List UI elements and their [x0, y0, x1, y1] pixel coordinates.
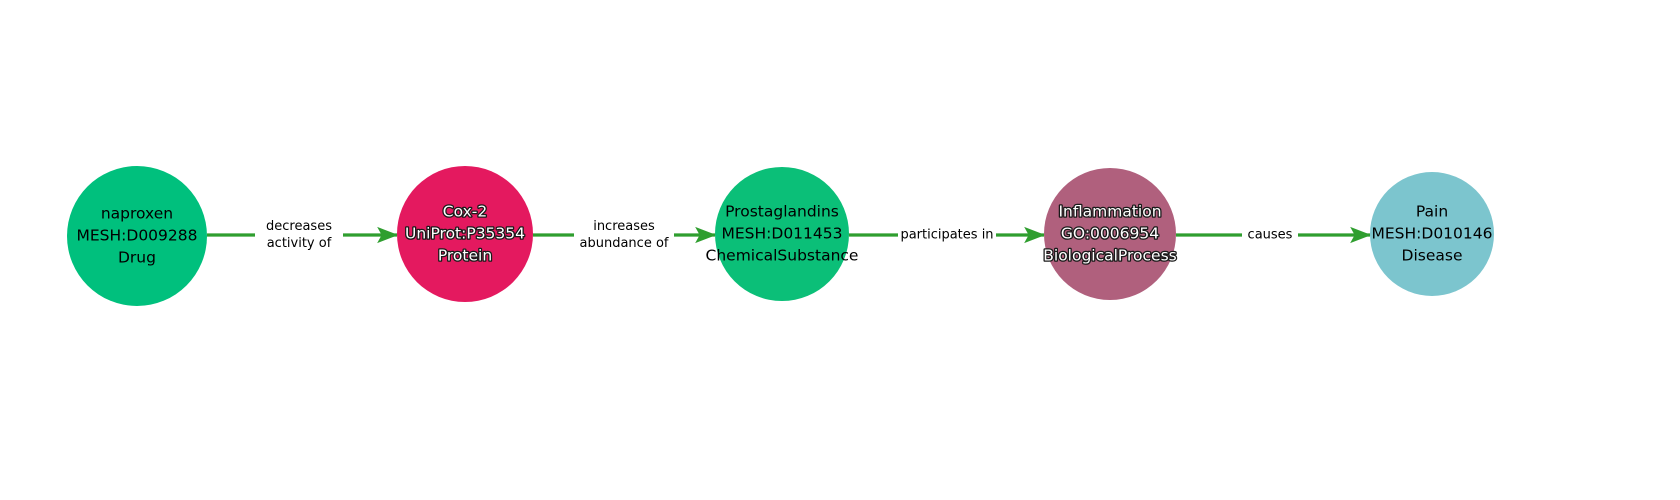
edge-label: causes [1248, 228, 1293, 243]
edge-label: participates in [900, 228, 993, 243]
node-category: Drug [118, 249, 156, 267]
node-identifier: MESH:D010146 [1372, 225, 1493, 243]
node-circle[interactable] [67, 166, 207, 306]
edges-layer: decreases activity of increases abundance o… [207, 219, 1372, 251]
node-circle[interactable] [1044, 168, 1176, 300]
node-title: Prostaglandins [725, 203, 839, 221]
node-circle[interactable] [715, 167, 849, 301]
edge-label: activity of [267, 236, 332, 251]
node-circle[interactable] [397, 166, 533, 302]
node-title: naproxen [101, 205, 173, 223]
graph-edge: causes [1176, 226, 1372, 244]
node-title: Inflammation [1058, 203, 1161, 221]
node-identifier: GO:0006954 [1061, 225, 1159, 243]
node-identifier: MESH:D011453 [722, 225, 843, 243]
graph-edge: decreases activity of [207, 219, 399, 251]
node-identifier: UniProt:P35354 [405, 225, 525, 243]
graph-node-prostaglandins[interactable]: ProstaglandinsMESH:D011453ChemicalSubsta… [706, 167, 859, 301]
edge-label: increases [593, 219, 655, 234]
node-category: Disease [1402, 247, 1463, 265]
node-title: Pain [1416, 203, 1448, 221]
node-category: Protein [438, 247, 492, 265]
graph-edge: increases abundance of [533, 219, 717, 251]
edge-label: abundance of [580, 236, 669, 251]
graph-edge: participates in [849, 226, 1046, 244]
node-identifier: MESH:D009288 [77, 227, 198, 245]
node-title: Cox-2 [443, 203, 487, 221]
edge-label: decreases [266, 219, 332, 234]
node-circle[interactable] [1370, 172, 1494, 296]
node-category: ChemicalSubstance [706, 247, 859, 265]
node-category: BiologicalProcess [1043, 247, 1176, 265]
